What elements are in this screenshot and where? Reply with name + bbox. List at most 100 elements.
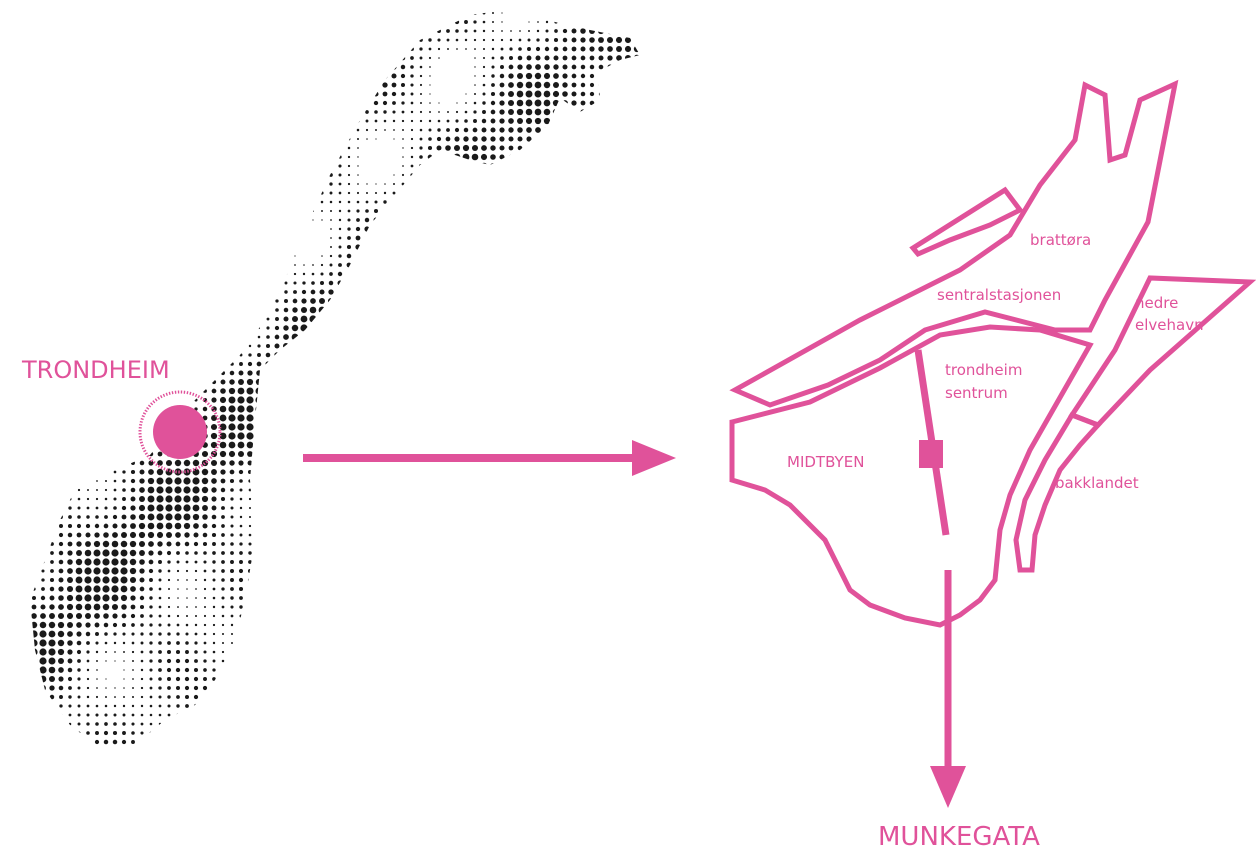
halftone-dot: [41, 128, 45, 132]
halftone-dot: [634, 19, 640, 25]
halftone-dot: [194, 236, 198, 240]
halftone-dot: [562, 388, 568, 394]
halftone-dot: [337, 289, 343, 295]
halftone-dot: [104, 191, 108, 195]
halftone-dot: [517, 127, 523, 133]
halftone-dot: [183, 504, 191, 512]
halftone-dot: [48, 324, 56, 332]
halftone-dot: [391, 19, 397, 25]
halftone-dot: [120, 243, 128, 251]
halftone-dot: [606, 18, 614, 26]
halftone-dot: [535, 199, 541, 205]
halftone-dot: [473, 371, 477, 375]
halftone-dot: [329, 542, 333, 546]
halftone-dot: [400, 64, 406, 70]
halftone-dot: [221, 605, 225, 609]
halftone-dot: [329, 407, 333, 411]
halftone-dot: [615, 324, 623, 332]
halftone-dot: [49, 46, 55, 52]
halftone-dot: [617, 542, 621, 546]
halftone-dot: [237, 387, 245, 395]
halftone-dot: [139, 478, 145, 484]
halftone-dot: [158, 641, 162, 645]
halftone-dot: [211, 505, 217, 511]
halftone-dot: [293, 515, 297, 519]
halftone-dot: [67, 550, 73, 556]
halftone-dot: [257, 191, 261, 195]
halftone-dot: [104, 506, 108, 510]
halftone-dot: [157, 208, 163, 214]
halftone-dot: [42, 228, 44, 230]
halftone-dot: [454, 136, 460, 142]
halftone-dot: [40, 487, 46, 493]
halftone-dot: [122, 182, 126, 186]
halftone-dot: [391, 82, 397, 88]
halftone-dot: [553, 73, 559, 79]
halftone-dot: [274, 352, 280, 358]
halftone-dot: [202, 514, 208, 520]
halftone-dot: [193, 226, 199, 232]
halftone-dot: [482, 326, 486, 330]
halftone-dot: [239, 29, 243, 33]
halftone-dot: [248, 632, 252, 636]
halftone-dot: [572, 596, 576, 600]
halftone-dot: [230, 551, 234, 555]
halftone-dot: [554, 578, 558, 582]
halftone-dot: [499, 379, 505, 385]
halftone-dot: [31, 613, 37, 619]
halftone-dot: [336, 36, 344, 44]
halftone-dot: [231, 336, 233, 338]
halftone-dot: [491, 587, 495, 591]
halftone-dot: [248, 668, 252, 672]
halftone-dot: [365, 668, 369, 672]
halftone-dot: [453, 495, 461, 503]
halftone-dot: [545, 623, 549, 627]
halftone-dot: [203, 641, 207, 645]
halftone-dot: [292, 127, 298, 133]
halftone-dot: [293, 587, 297, 591]
halftone-dot: [86, 191, 90, 195]
halftone-dot: [491, 290, 495, 294]
halftone-dot: [571, 10, 577, 16]
halftone-dot: [562, 109, 568, 115]
halftone-dot: [419, 83, 423, 87]
halftone-dot: [482, 596, 486, 600]
halftone-dot: [264, 90, 272, 98]
halftone-dot: [616, 100, 622, 106]
halftone-dot: [319, 388, 325, 394]
halftone-dot: [491, 614, 495, 618]
halftone-dot: [59, 425, 63, 429]
halftone-dot: [23, 137, 28, 142]
halftone-dot: [165, 468, 173, 476]
halftone-dot: [59, 74, 63, 78]
halftone-dot: [473, 281, 477, 285]
halftone-dot: [50, 227, 54, 231]
halftone-dot: [302, 524, 306, 528]
halftone-dot: [491, 29, 495, 33]
halftone-dot: [501, 651, 503, 653]
halftone-dot: [436, 325, 442, 331]
halftone-dot: [410, 101, 414, 105]
halftone-dot: [616, 73, 622, 79]
halftone-dot: [41, 272, 45, 276]
halftone-dot: [104, 11, 108, 15]
halftone-dot: [509, 371, 513, 375]
halftone-dot: [491, 596, 495, 600]
halftone-dot: [113, 191, 117, 195]
halftone-dot: [365, 524, 369, 528]
halftone-dot: [104, 425, 108, 429]
halftone-dot: [103, 82, 109, 88]
halftone-dot: [545, 533, 549, 537]
halftone-dot: [454, 19, 460, 25]
halftone-dot: [338, 551, 342, 555]
halftone-dot: [400, 316, 406, 322]
halftone-dot: [93, 603, 101, 611]
halftone-dot: [248, 38, 252, 42]
halftone-dot: [347, 110, 351, 114]
halftone-dot: [374, 200, 378, 204]
halftone-dot: [598, 100, 604, 106]
halftone-dot: [93, 585, 101, 593]
halftone-dot: [464, 344, 468, 348]
halftone-dot: [625, 316, 631, 322]
halftone-dot: [401, 650, 405, 654]
